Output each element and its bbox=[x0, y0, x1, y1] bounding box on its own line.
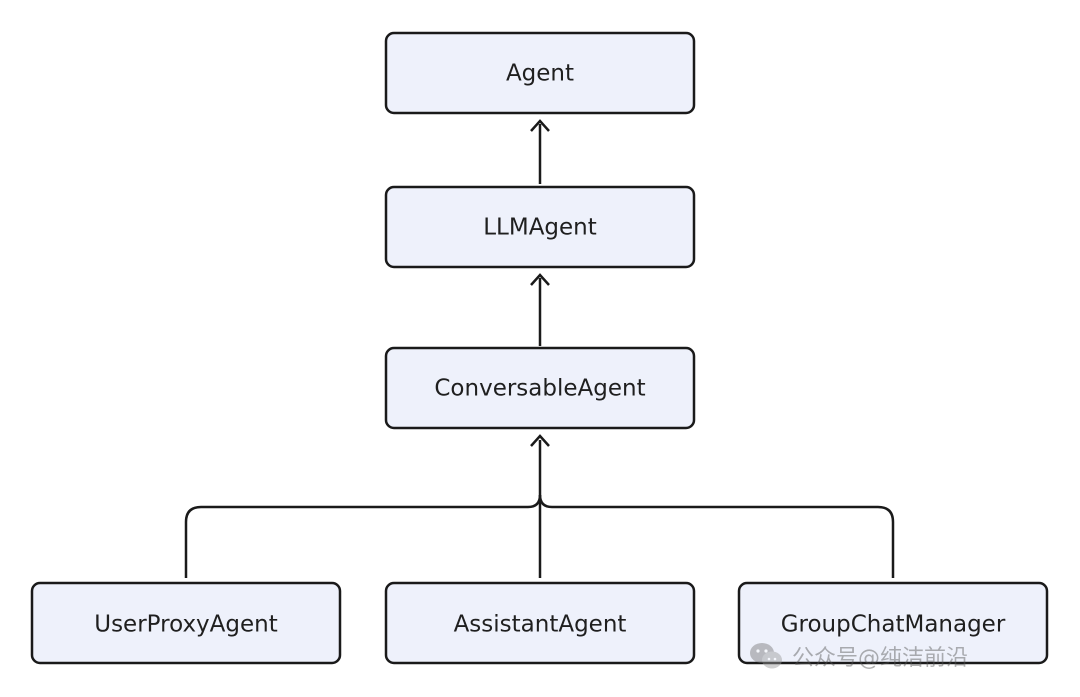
node-user-proxy-agent-label: UserProxyAgent bbox=[94, 612, 278, 638]
edge-groupchat-to-conversable bbox=[538, 494, 895, 578]
node-llm-agent: LLMAgent bbox=[384, 185, 696, 269]
node-conversable-agent: ConversableAgent bbox=[384, 346, 696, 430]
watermark: 公众号@纯洁前沿 bbox=[748, 637, 1068, 675]
wechat-icon bbox=[750, 643, 782, 669]
node-group-chat-manager-label: GroupChatManager bbox=[781, 612, 1006, 638]
edges bbox=[184, 119, 895, 578]
edge-userproxy-to-conversable bbox=[184, 494, 542, 578]
node-agent-label: Agent bbox=[506, 61, 574, 87]
node-llm-agent-label: LLMAgent bbox=[483, 215, 597, 241]
node-assistant-agent: AssistantAgent bbox=[384, 581, 696, 665]
node-group-chat-manager: GroupChatManager bbox=[737, 581, 1049, 665]
arrowhead-conversable bbox=[530, 434, 550, 447]
node-user-proxy-agent: UserProxyAgent bbox=[30, 581, 342, 665]
node-conversable-agent-label: ConversableAgent bbox=[434, 376, 645, 402]
arrowhead-llmagent bbox=[530, 273, 550, 286]
node-assistant-agent-label: AssistantAgent bbox=[454, 612, 627, 638]
watermark-text: 公众号@纯洁前沿 bbox=[792, 646, 969, 671]
node-agent: Agent bbox=[384, 31, 696, 115]
arrowhead-agent bbox=[530, 119, 550, 132]
